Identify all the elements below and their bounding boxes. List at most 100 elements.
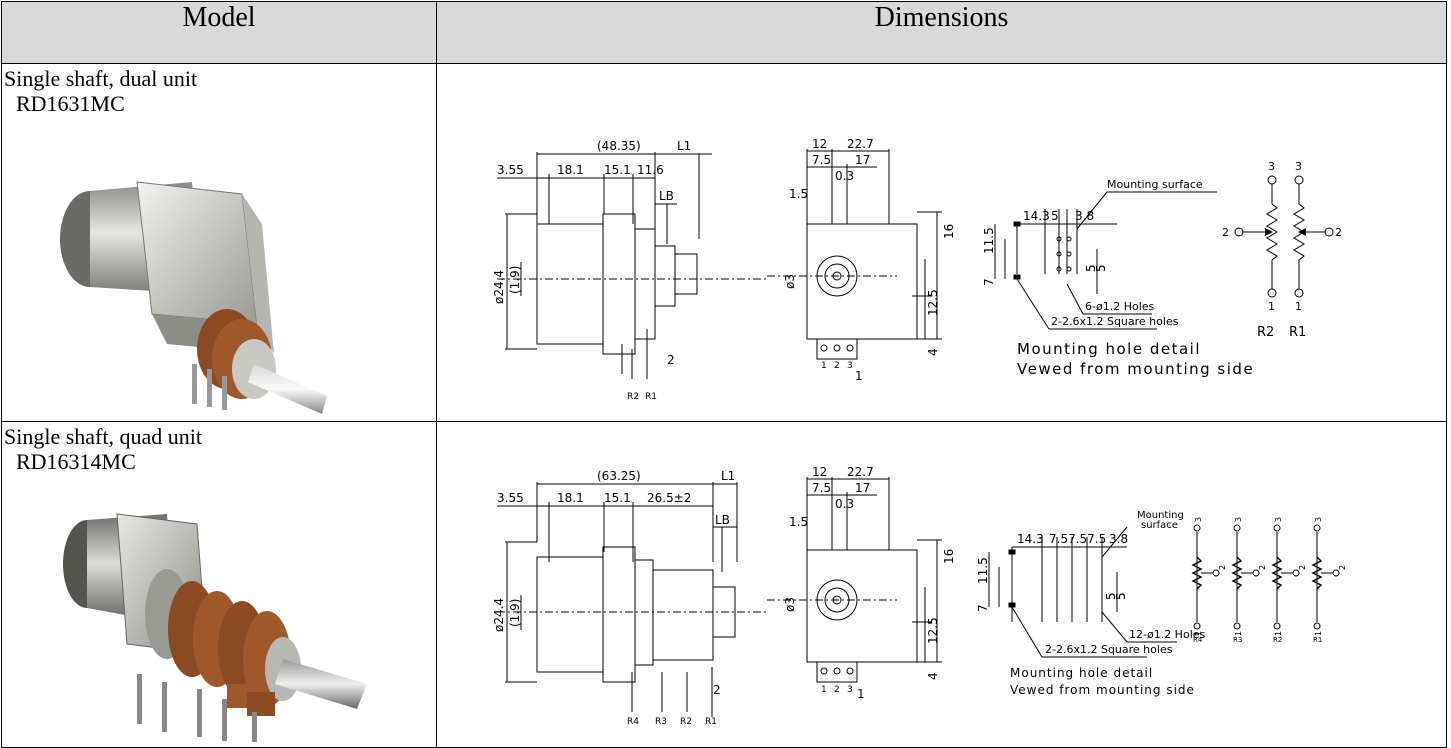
pin-label: 2 bbox=[1335, 226, 1342, 239]
dim-text: 5 bbox=[1114, 592, 1128, 600]
dim-text: 4 bbox=[926, 348, 940, 356]
pin-label: 3 bbox=[1314, 517, 1323, 522]
dim-text: 15.1 bbox=[604, 491, 631, 505]
dimensions-header: Dimensions bbox=[436, 1, 1447, 64]
product-photo bbox=[63, 513, 367, 742]
model-code: RD16314MC bbox=[16, 449, 136, 474]
dimension-drawing: (63.25) L1 3.55 18.1 15.1 26.5±2 LB 2 ø2… bbox=[492, 465, 1347, 727]
dim-text: ø24.4 bbox=[492, 598, 506, 632]
pin-label: 2 bbox=[1338, 565, 1347, 570]
dim-text: 5 bbox=[1094, 264, 1108, 272]
pin-label: 1 bbox=[1314, 631, 1323, 636]
dim-text: 7.5 bbox=[812, 481, 831, 495]
dim-text: 17 bbox=[855, 481, 870, 495]
dimensions-cell: (48.35) L1 3.55 18.1 15.1 11.6 LB 2 ø24.… bbox=[436, 63, 1447, 422]
pin-label: 3 bbox=[1194, 517, 1203, 522]
dim-text: 0.3 bbox=[835, 169, 854, 183]
pin-label: 2 bbox=[834, 361, 840, 371]
dim-text: 7.5 bbox=[812, 153, 831, 167]
pin-label: 1 bbox=[1268, 300, 1275, 313]
dim-text: 15.1 bbox=[604, 163, 631, 177]
holes-label: 6-ø1.2 Holes bbox=[1085, 300, 1155, 313]
dim-text: 16 bbox=[942, 224, 956, 239]
dim-text: 1.5 bbox=[789, 187, 808, 201]
pin-label: 2 bbox=[834, 685, 840, 695]
pin-label: R2 bbox=[680, 717, 692, 727]
dim-text: 16 bbox=[942, 549, 956, 564]
dim-text: 11.5 bbox=[976, 557, 990, 584]
type-label: Single shaft, quad unit bbox=[4, 424, 202, 449]
dim-text: 14.3 bbox=[1017, 532, 1044, 546]
model-cell: Single shaft, quad unit RD16314MC bbox=[1, 421, 437, 748]
dim-text: 0.3 bbox=[835, 497, 854, 511]
dim-text: 5 bbox=[1084, 264, 1098, 272]
dim-text: 14.3 bbox=[1023, 209, 1050, 223]
table-row: Single shaft, quad unit RD16314MC bbox=[1, 421, 1447, 748]
mounting-caption: Vewed from mounting side bbox=[1017, 360, 1254, 378]
pin-label: R1 bbox=[645, 392, 657, 402]
dim-text: 1 bbox=[857, 687, 865, 701]
dim-text: 22.7 bbox=[847, 465, 874, 479]
dim-text: 18.1 bbox=[557, 163, 584, 177]
mounting-caption: Vewed from mounting side bbox=[1010, 683, 1195, 697]
resistor-label: R1 bbox=[1289, 325, 1306, 340]
dim-text: 12.5 bbox=[926, 289, 940, 316]
pin-label: 2 bbox=[1222, 226, 1229, 239]
pin-label: 3 bbox=[1295, 160, 1302, 173]
dim-text: 7.57.57.5 bbox=[1049, 532, 1106, 546]
dim-text: 3.8 bbox=[1109, 532, 1128, 546]
dim-text: (48.35) bbox=[597, 139, 641, 153]
dim-text: 12 bbox=[812, 465, 827, 479]
dim-text: 11.5 bbox=[982, 227, 996, 254]
dim-text: 4 bbox=[926, 672, 940, 680]
pin-label: 1 bbox=[821, 361, 827, 371]
mounting-surface-label: Mounting bbox=[1137, 510, 1184, 521]
type-label: Single shaft, dual unit bbox=[4, 66, 198, 91]
resistor-label: R2 bbox=[1257, 325, 1274, 340]
pin-label: R4 bbox=[627, 717, 639, 727]
dim-text: 5 bbox=[1051, 209, 1059, 223]
dim-text: 5 bbox=[1104, 592, 1118, 600]
model-header: Model bbox=[1, 1, 437, 64]
pin-label: R1 bbox=[705, 717, 717, 727]
dim-text: L1 bbox=[677, 139, 691, 153]
pin-label: R3 bbox=[655, 717, 667, 727]
mounting-surface-label: Mounting surface bbox=[1107, 178, 1203, 191]
dim-text: 1.5 bbox=[789, 515, 808, 529]
model-code: RD1631MC bbox=[16, 91, 125, 116]
dim-text: 3.8 bbox=[1075, 209, 1094, 223]
pin-label: 1 bbox=[1295, 300, 1302, 313]
dim-text: (63.25) bbox=[597, 469, 641, 483]
dim-text: 1 bbox=[855, 369, 863, 383]
dimension-drawing: (48.35) L1 3.55 18.1 15.1 11.6 LB 2 ø24.… bbox=[492, 137, 1342, 402]
mounting-caption: Mounting hole detail bbox=[1017, 340, 1201, 358]
dim-text: 7 bbox=[976, 604, 990, 612]
resistor-label: R4 bbox=[1193, 636, 1203, 644]
pin-label: 3 bbox=[1274, 517, 1283, 522]
pin-label: 1 bbox=[821, 685, 827, 695]
pin-label: 2 bbox=[1218, 565, 1227, 570]
dim-text: 7 bbox=[982, 278, 996, 286]
header-row: Model Dimensions bbox=[1, 1, 1447, 64]
dim-text: 2 bbox=[713, 683, 721, 697]
dim-text: LB bbox=[659, 189, 674, 203]
resistor-label: R1 bbox=[1313, 636, 1322, 644]
dim-text: ø3 bbox=[783, 597, 797, 612]
pin-label: 3 bbox=[1268, 160, 1275, 173]
model-cell: Single shaft, dual unit RD1631MC bbox=[1, 63, 437, 422]
dim-text: 2 bbox=[667, 353, 675, 367]
square-holes-label: 2-2.6x1.2 Square holes bbox=[1051, 315, 1179, 328]
mounting-caption: Mounting hole detail bbox=[1010, 666, 1153, 680]
pin-label: R2 bbox=[627, 392, 639, 402]
mounting-surface-label: surface bbox=[1141, 520, 1178, 531]
dim-text: (1.9) bbox=[508, 599, 522, 627]
dim-text: 3.55 bbox=[497, 163, 524, 177]
product-photo bbox=[60, 181, 327, 414]
resistor-label: R3 bbox=[1233, 636, 1242, 644]
dimensions-cell: (63.25) L1 3.55 18.1 15.1 26.5±2 LB 2 ø2… bbox=[436, 421, 1447, 748]
dim-text: 18.1 bbox=[557, 491, 584, 505]
pin-label: 3 bbox=[847, 685, 853, 695]
holes-label: 12-ø1.2 Holes bbox=[1129, 628, 1206, 641]
dim-text: 26.5±2 bbox=[647, 491, 691, 505]
dim-text: 3.55 bbox=[497, 491, 524, 505]
